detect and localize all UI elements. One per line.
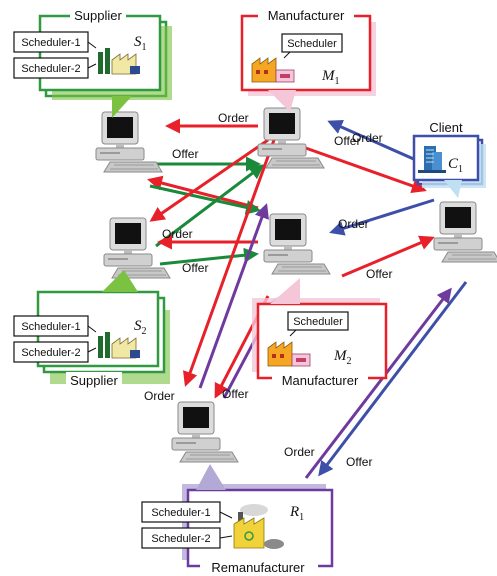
manufacturer-2-computer <box>263 213 331 275</box>
offer-label: Offer <box>222 387 248 401</box>
manufacturer-1-scheduler-box <box>281 33 343 53</box>
manufacturer-2-symbol: M <box>333 348 348 364</box>
supplier-2-subscript: 2 <box>142 326 147 337</box>
recycling-factory-icon <box>233 504 284 549</box>
manufacturer-2-subscript: 2 <box>347 356 352 367</box>
supplier-2-scheduler-1: Scheduler-1 <box>21 321 80 333</box>
client-symbol: C <box>448 156 459 172</box>
order-label: Order <box>162 227 193 241</box>
svg-text:S2: S2 <box>134 318 147 337</box>
flow-arrows <box>147 118 468 479</box>
manufacturer-1-node: Manufacturer Scheduler M1 <box>240 8 376 112</box>
remanufacturer-computer <box>171 401 239 463</box>
offer-label: Offer <box>172 147 198 161</box>
manufacturer-2-node: Scheduler M2 Manufacturer <box>252 278 388 388</box>
manufacturer-2-title: Manufacturer <box>282 373 359 388</box>
manufacturer-1-title: Manufacturer <box>268 8 345 23</box>
offer-label: Offer <box>182 261 208 275</box>
order-label: Order <box>338 217 369 231</box>
client-subscript: 1 <box>458 164 463 175</box>
flow-labels: Order Offer Order Offer Order Offer Orde… <box>144 111 392 469</box>
client-node: Client C1 <box>412 118 486 198</box>
supplier-1-computer <box>95 111 163 173</box>
remanufacturer-title: Remanufacturer <box>211 560 305 575</box>
client-computer <box>433 201 497 263</box>
manufacturer-1-symbol: M <box>321 68 336 84</box>
offer-label: Offer <box>334 134 360 148</box>
supplier-2-node: Scheduler-1 Scheduler-2 S2 Supplier <box>13 270 170 388</box>
supplier-1-subscript: 1 <box>142 42 147 53</box>
manufacturer-2-scheduler-box <box>287 311 349 331</box>
manufacturer-2-scheduler: Scheduler <box>293 316 343 328</box>
remanufacturer-scheduler-1: Scheduler-1 <box>151 507 210 519</box>
office-building-icon <box>418 146 446 173</box>
supplier-1-scheduler-1: Scheduler-1 <box>21 37 80 49</box>
client-title: Client <box>429 120 463 135</box>
remanufacturer-symbol: R <box>289 504 299 520</box>
offer-label: Offer <box>366 267 392 281</box>
supplier-1-title: Supplier <box>74 8 122 23</box>
order-label: Order <box>144 389 175 403</box>
remanufacturer-subscript: 1 <box>299 512 304 523</box>
supplier-2-title: Supplier <box>70 373 118 388</box>
supplier-2-computer <box>103 217 171 279</box>
svg-text:S1: S1 <box>134 34 147 53</box>
order-label: Order <box>218 111 249 125</box>
supplier-1-scheduler-2: Scheduler-2 <box>21 63 80 75</box>
svg-text:M1: M1 <box>321 68 340 87</box>
offer-label: Offer <box>346 455 372 469</box>
supplier-2-scheduler-2: Scheduler-2 <box>21 347 80 359</box>
remanufacturer-node: Scheduler-1 Scheduler-2 R1 Remanufacture… <box>141 464 334 576</box>
order-label: Order <box>284 445 315 459</box>
manufacturer-1-subscript: 1 <box>335 76 340 87</box>
supplier-2-symbol: S <box>134 318 142 334</box>
order-label: Order <box>352 131 383 145</box>
svg-text:M2: M2 <box>333 348 352 367</box>
svg-text:C1: C1 <box>448 156 463 175</box>
supplier-1-node: Supplier Scheduler-1 Scheduler-2 S1 <box>13 8 172 118</box>
svg-text:R1: R1 <box>289 504 304 523</box>
supplier-1-symbol: S <box>134 34 142 50</box>
remanufacturer-scheduler-2: Scheduler-2 <box>151 533 210 545</box>
manufacturer-1-scheduler: Scheduler <box>287 38 337 50</box>
